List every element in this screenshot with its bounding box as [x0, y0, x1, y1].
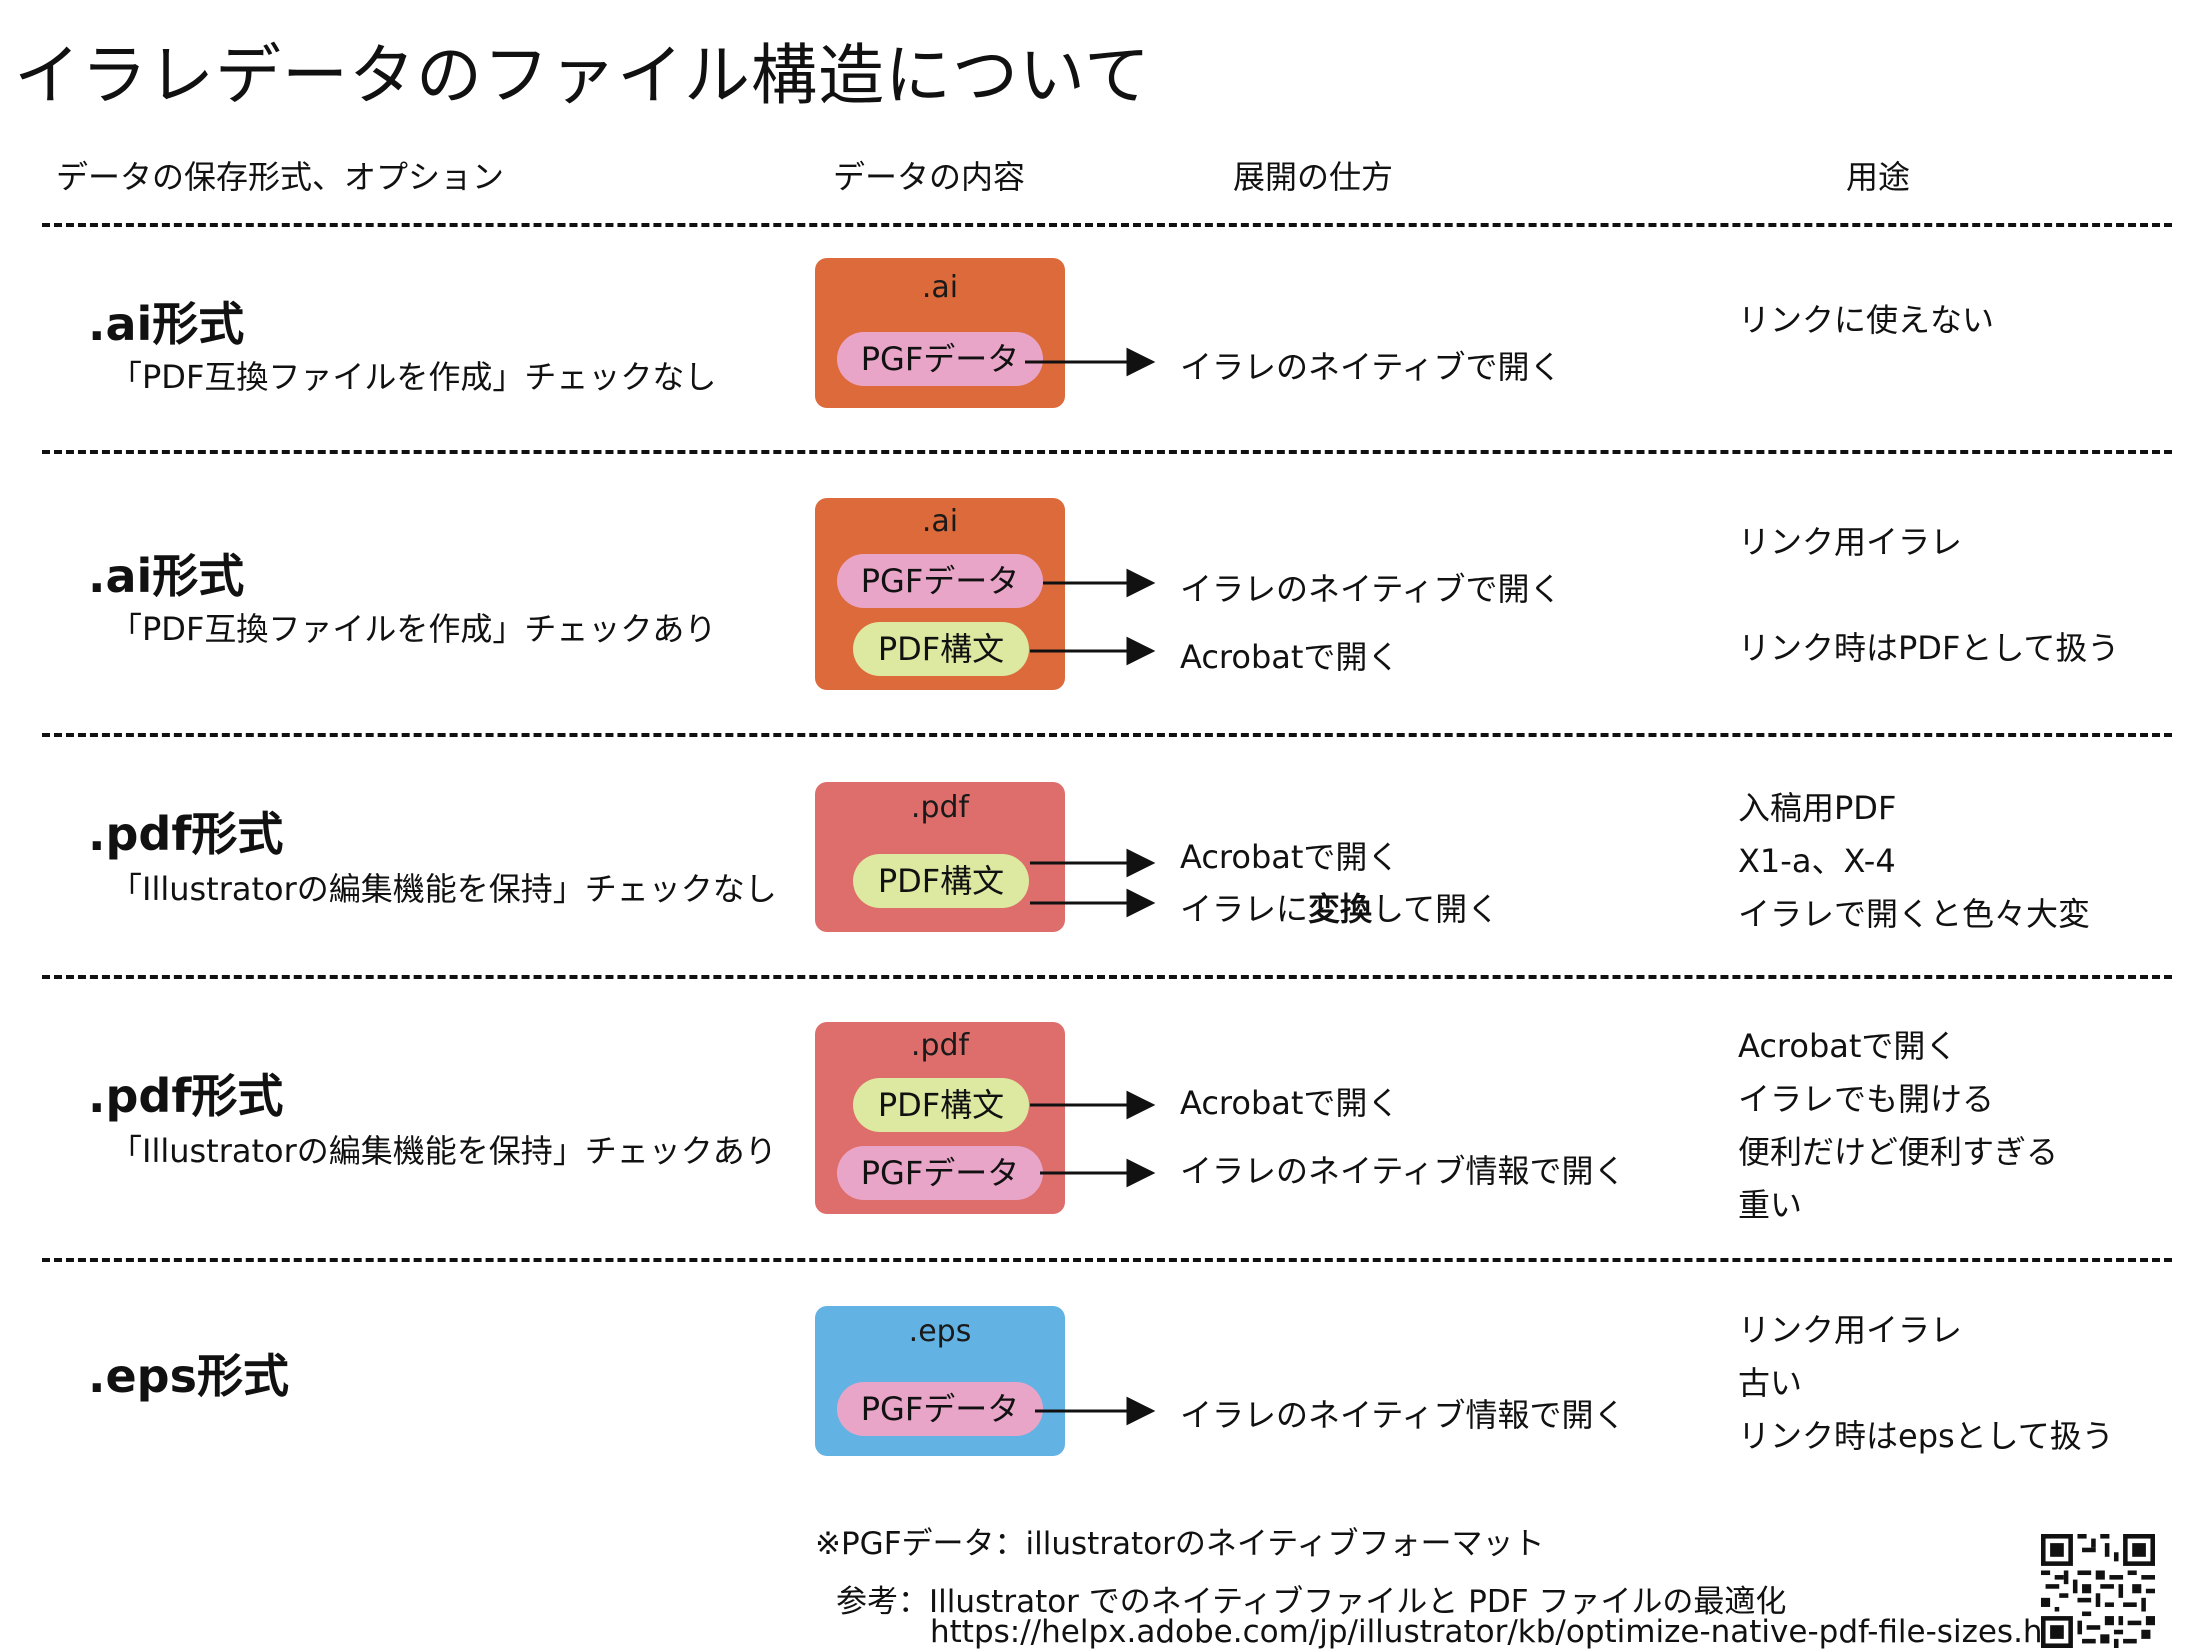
use-text: 入稿用PDF — [1738, 789, 1897, 827]
use-text: イラレでも開ける — [1738, 1080, 1995, 1118]
use-text: リンク時はPDFとして扱う — [1738, 629, 2120, 667]
format-label: .pdf形式 — [88, 1069, 284, 1123]
reference-title: 参考：Illustrator でのネイティブファイルと PDF ファイルの最適化 — [836, 1584, 1787, 1620]
format-label: .pdf形式 — [88, 807, 284, 861]
pdf-syntax-block: PDF構文 — [853, 622, 1029, 676]
format-label: .ai形式 — [88, 549, 245, 603]
use-text: リンク時はepsとして扱う — [1738, 1417, 2114, 1455]
pgf-data-block: PGFデータ — [837, 1146, 1043, 1200]
use-text: イラレで開くと色々大変 — [1738, 895, 2091, 933]
arrow-head — [1126, 888, 1156, 918]
footnote: ※PGFデータ：illustratorのネイティブフォーマット — [815, 1526, 1545, 1562]
pgf-data-block: PGFデータ — [837, 554, 1043, 608]
arrow-head — [1126, 347, 1156, 377]
open-method: イラレのネイティブ情報で開く — [1180, 1152, 1626, 1190]
use-text: リンク用イラレ — [1738, 523, 1963, 561]
use-text: リンクに使えない — [1738, 301, 1995, 339]
pdf-syntax-block: PDF構文 — [853, 1078, 1029, 1132]
arrow-head — [1126, 636, 1156, 666]
open-method: Acrobatで開く — [1180, 638, 1400, 676]
use-list: 入稿用PDF X1-a、X-4 イラレで開くと色々大変 — [1738, 782, 2090, 941]
file-extension: .pdf — [910, 790, 970, 825]
arrow-head — [1126, 848, 1156, 878]
open-method: Acrobatで開く — [1180, 1084, 1400, 1122]
reference-url[interactable]: https://helpx.adobe.com/jp/illustrator/k… — [930, 1614, 2094, 1650]
use-list: Acrobatで開く イラレでも開ける 便利だけど便利すぎる 重い — [1738, 1020, 2058, 1232]
arrow-head — [1126, 1090, 1156, 1120]
option-label: 「Illustratorの編集機能を保持」チェックあり — [110, 1132, 777, 1170]
open-method-part: イラレに — [1180, 890, 1309, 928]
use-text: Acrobatで開く — [1738, 1027, 1958, 1065]
open-method: イラレのネイティブ情報で開く — [1180, 1396, 1626, 1434]
row-separator — [42, 450, 2172, 454]
format-label: .ai形式 — [88, 297, 245, 351]
use-text: 重い — [1738, 1186, 1803, 1224]
use-text: リンク用イラレ — [1738, 1311, 1963, 1349]
open-method: Acrobatで開く — [1180, 838, 1400, 876]
ai-file-container: .ai PGFデータ — [815, 258, 1065, 408]
open-method: イラレに変換して開く — [1180, 884, 1499, 930]
pgf-data-block: PGFデータ — [837, 332, 1043, 386]
file-extension: .ai — [921, 270, 959, 305]
file-extension: .eps — [908, 1314, 972, 1349]
eps-file-container: .eps PGFデータ — [815, 1306, 1065, 1456]
row-separator — [42, 223, 2172, 227]
header-content: データの内容 — [833, 158, 1026, 196]
pdf-file-container: .pdf PDF構文 — [815, 782, 1065, 932]
ai-file-container: .ai PGFデータ PDF構文 — [815, 498, 1065, 690]
open-method: イラレのネイティブで開く — [1180, 348, 1562, 386]
qr-code-icon — [2041, 1534, 2155, 1648]
option-label: 「PDF互換ファイルを作成」チェックあり — [110, 610, 717, 648]
use-text: 古い — [1738, 1364, 1803, 1402]
open-method-part: して開く — [1372, 890, 1500, 928]
option-label: 「Illustratorの編集機能を保持」チェックなし — [110, 870, 777, 908]
use-text: 便利だけど便利すぎる — [1738, 1133, 2059, 1171]
row-separator — [42, 733, 2172, 737]
pdf-syntax-block: PDF構文 — [853, 854, 1029, 908]
header-method: 展開の仕方 — [1233, 158, 1394, 196]
option-label: 「PDF互換ファイルを作成」チェックなし — [110, 358, 717, 396]
arrow-head — [1126, 1396, 1156, 1426]
use-text: X1-a、X-4 — [1738, 842, 1896, 880]
pgf-data-block: PGFデータ — [837, 1382, 1043, 1436]
pdf-file-container: .pdf PDF構文 PGFデータ — [815, 1022, 1065, 1214]
header-use: 用途 — [1846, 158, 1911, 196]
open-method-emphasis: 変換 — [1308, 890, 1373, 928]
header-format: データの保存形式、オプション — [56, 158, 505, 196]
use-list: リンク用イラレ 古い リンク時はepsとして扱う — [1738, 1304, 2114, 1463]
file-extension: .ai — [921, 504, 959, 539]
file-extension: .pdf — [910, 1028, 970, 1063]
open-method: イラレのネイティブで開く — [1180, 570, 1562, 608]
format-label: .eps形式 — [88, 1349, 289, 1403]
row-separator — [42, 1258, 2172, 1262]
row-separator — [42, 975, 2172, 979]
arrow-head — [1126, 1158, 1156, 1188]
arrow-head — [1126, 568, 1156, 598]
page-title: イラレデータのファイル構造について — [14, 37, 1152, 114]
